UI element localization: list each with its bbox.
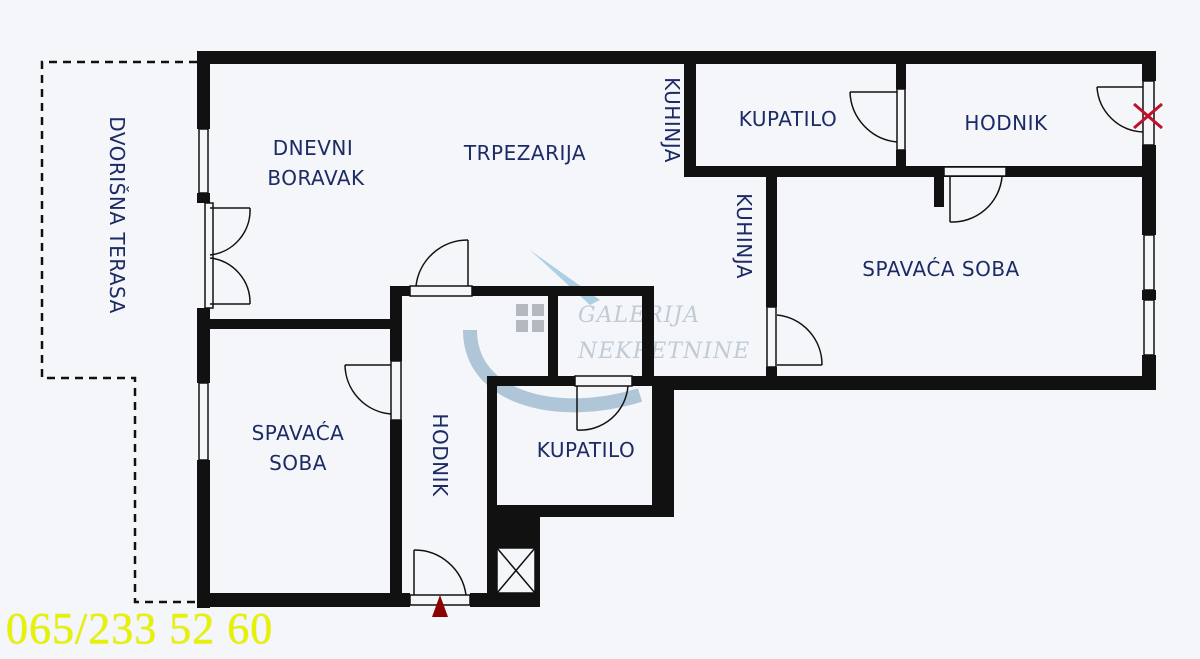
label-dining: TRPEZARIJA — [463, 141, 586, 165]
shaft-box — [496, 547, 536, 594]
label-bedroom-large: SPAVAĆA SOBA — [862, 257, 1019, 281]
phone-number: 065/233 52 60 — [6, 604, 274, 653]
label-living-line2: BORAVAK — [267, 166, 365, 190]
label-hall-top: HODNIK — [964, 111, 1048, 135]
label-bedroom-small-line1: SPAVAĆA — [252, 421, 345, 445]
label-bathroom-top: KUPATILO — [739, 107, 837, 131]
label-kitchen-side: KUHINJA — [732, 193, 756, 279]
closed-door-marker — [1133, 102, 1163, 130]
label-living-line1: DNEVNI — [273, 136, 354, 160]
windows — [198, 128, 1155, 461]
doors — [204, 80, 1155, 606]
watermark-line2: NEKRETNINE — [577, 339, 750, 364]
label-terrace: DVORIŠNA TERASA — [105, 116, 129, 313]
watermark-line1: GALERIJA — [578, 303, 700, 328]
terrace-outline — [40, 60, 197, 604]
entrance-marker — [432, 595, 448, 617]
label-kitchen-top: KUHINJA — [660, 77, 684, 163]
watermark-logo: GALERIJA NEKRETNINE — [463, 250, 750, 413]
label-hall-center: HODNIK — [428, 413, 452, 497]
label-bedroom-small-line2: SOBA — [269, 451, 327, 475]
room-labels: DVORIŠNA TERASA DNEVNI BORAVAK TRPEZARIJ… — [105, 77, 1048, 497]
label-bathroom-center: KUPATILO — [537, 438, 635, 462]
